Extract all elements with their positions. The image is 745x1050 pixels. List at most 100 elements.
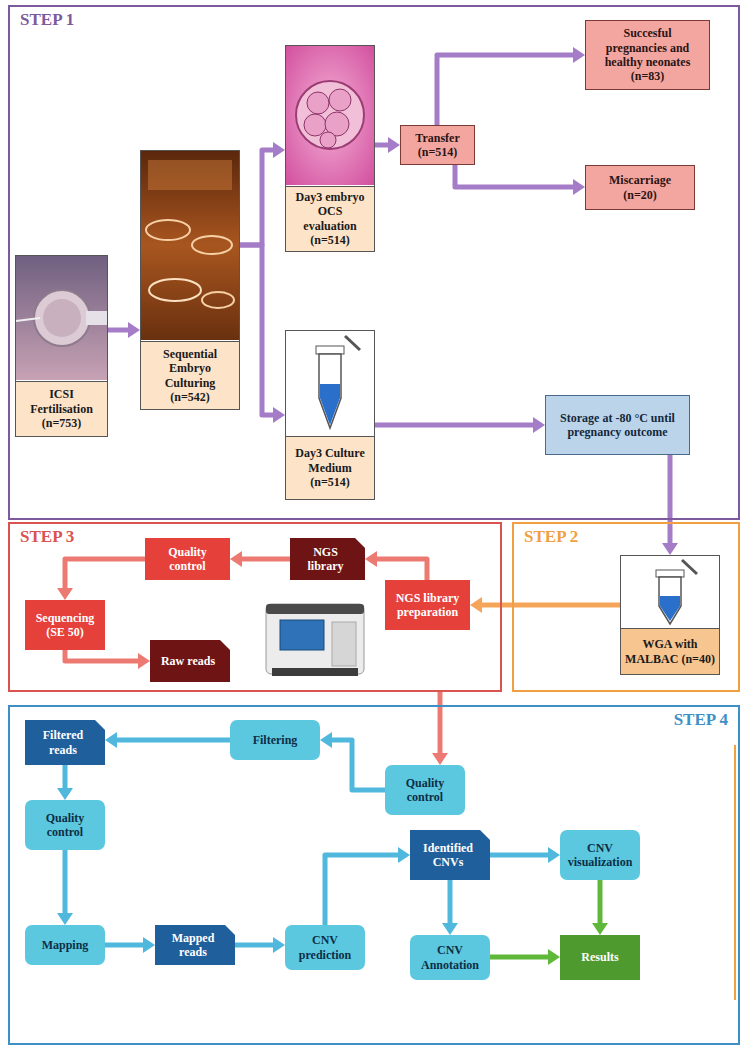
flow-arrow bbox=[490, 847, 560, 863]
flow-arrow bbox=[470, 597, 620, 613]
arrow-head bbox=[365, 551, 377, 567]
arrow-head bbox=[273, 142, 285, 158]
flow-arrow bbox=[65, 650, 150, 669]
document-box: Identified CNVs bbox=[410, 830, 490, 880]
node-text: CNV Annotation bbox=[416, 943, 484, 972]
arrow-head bbox=[398, 847, 410, 863]
arrow-line bbox=[65, 559, 145, 589]
step-panel: STEP 2 WGA with MALBAC (n=40) bbox=[512, 522, 740, 692]
step-title: STEP 2 bbox=[524, 527, 578, 547]
flow-arrow bbox=[57, 850, 73, 925]
flow-arrow bbox=[662, 455, 678, 555]
photo-box: Day3 embryo OCS evaluation (n=514) bbox=[285, 45, 375, 252]
arrow-line bbox=[108, 328, 129, 333]
arrow-line bbox=[240, 245, 274, 415]
node-text: NGS library bbox=[296, 545, 355, 574]
node-text: Storage at -80 °C until pregnancy outcom… bbox=[552, 411, 683, 440]
process-box: NGS library preparation bbox=[385, 580, 470, 630]
process-box: Succesful pregnancies and healthy neonat… bbox=[585, 20, 710, 90]
step-title: STEP 3 bbox=[20, 527, 74, 547]
arrow-head bbox=[273, 407, 285, 423]
document-box: NGS library bbox=[290, 538, 365, 580]
flow-arrow bbox=[592, 880, 608, 935]
flow-arrow bbox=[230, 551, 290, 567]
arrow-head bbox=[470, 597, 482, 613]
process-box: Mapping bbox=[25, 925, 105, 965]
arrow-head bbox=[573, 47, 585, 63]
arrow-head bbox=[573, 179, 585, 195]
arrow-line bbox=[235, 943, 274, 948]
node-text: CNV visualization bbox=[566, 841, 634, 870]
culture-photo bbox=[140, 150, 240, 340]
node-text: Quality control bbox=[151, 545, 224, 574]
arrow-head bbox=[105, 732, 117, 748]
photo-box: WGA with MALBAC (n=40) bbox=[620, 555, 720, 675]
flow-arrow bbox=[375, 137, 400, 153]
arrow-line bbox=[438, 692, 443, 754]
node-text: Day3 Culture Medium (n=514) bbox=[286, 436, 374, 499]
arrow-head bbox=[230, 551, 242, 567]
process-box: Transfer (n=514) bbox=[400, 125, 475, 165]
arrow-line bbox=[598, 880, 603, 924]
step-panel: STEP 4 Quality control Filtering Filtered r… bbox=[8, 705, 740, 1045]
document-box: Raw reads bbox=[150, 640, 230, 682]
arrow-head bbox=[57, 788, 73, 800]
arrow-line bbox=[490, 955, 549, 960]
arrow-head bbox=[662, 543, 678, 555]
arrow-line bbox=[325, 855, 399, 925]
icsi-photo bbox=[15, 255, 108, 380]
side-rule bbox=[734, 745, 736, 1000]
node-text: Transfer (n=514) bbox=[407, 131, 468, 160]
process-box: CNV Annotation bbox=[410, 935, 490, 980]
flow-arrow bbox=[105, 732, 230, 748]
flow-arrow bbox=[490, 949, 560, 965]
node-text: Results bbox=[581, 950, 618, 964]
process-box: Quality control bbox=[145, 538, 230, 580]
arrow-head bbox=[273, 937, 285, 953]
node-text: Quality control bbox=[31, 811, 99, 840]
flow-arrow bbox=[375, 417, 545, 433]
arrow-line bbox=[241, 557, 290, 562]
arrow-line bbox=[448, 880, 453, 924]
arrow-head bbox=[138, 653, 150, 669]
step-title: STEP 1 bbox=[20, 10, 74, 30]
tube-drawing bbox=[316, 336, 360, 428]
node-text: Quality control bbox=[391, 776, 459, 805]
process-box: Filtering bbox=[230, 720, 320, 760]
arrow-head bbox=[143, 937, 155, 953]
arrow-line bbox=[116, 738, 230, 743]
arrow-line bbox=[376, 559, 427, 580]
arrow-line bbox=[490, 853, 549, 858]
arrow-line bbox=[437, 55, 574, 125]
document-box: Mapped reads bbox=[155, 925, 235, 965]
process-box: Quality control bbox=[25, 800, 105, 850]
photo-box: Sequential Embryo Culturing (n=542) bbox=[140, 150, 240, 410]
flow-arrow bbox=[105, 937, 155, 953]
step-panel: STEP 1ICSI Fertilisation (n=753)Sequenti… bbox=[8, 5, 740, 520]
process-box: Storage at -80 °C until pregnancy outcom… bbox=[545, 395, 690, 455]
document-box: Filtered reads bbox=[25, 720, 105, 765]
node-text: Filtered reads bbox=[31, 728, 95, 757]
node-text: Sequencing (SE 50) bbox=[31, 611, 99, 640]
photo-box: Day3 Culture Medium (n=514) bbox=[285, 330, 375, 500]
flow-arrow bbox=[442, 880, 458, 935]
arrow-line bbox=[668, 455, 673, 544]
arrow-head bbox=[442, 923, 458, 935]
flow-arrow bbox=[240, 245, 285, 423]
arrow-head bbox=[592, 923, 608, 935]
arrow-head bbox=[548, 847, 560, 863]
node-text: WGA with MALBAC (n=40) bbox=[621, 628, 719, 674]
step-title: STEP 4 bbox=[674, 710, 728, 730]
node-text: Day3 embryo OCS evaluation (n=514) bbox=[286, 186, 374, 251]
step-panel: STEP 3 NGS library preparation NGS library… bbox=[8, 522, 502, 692]
flow-arrow bbox=[432, 692, 448, 765]
arrow-head bbox=[533, 417, 545, 433]
embryo-photo bbox=[285, 45, 375, 185]
arrow-head bbox=[57, 913, 73, 925]
node-text: Succesful pregnancies and healthy neonat… bbox=[592, 26, 703, 84]
node-text: Filtering bbox=[253, 733, 298, 747]
process-box: Results bbox=[560, 935, 640, 980]
arrow-head bbox=[388, 137, 400, 153]
